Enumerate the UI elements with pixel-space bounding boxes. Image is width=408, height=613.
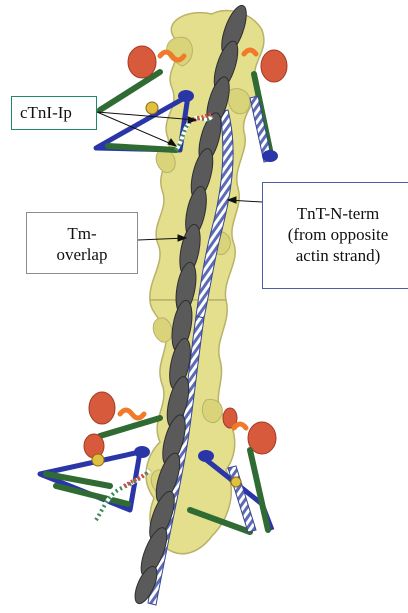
tni-blue-knob (134, 446, 150, 458)
tni-helix (120, 410, 144, 418)
tni-blue-knob (178, 90, 194, 102)
troponin-complex-lower-left (40, 392, 160, 520)
label-tnt-n-term: TnT-N-term (from opposite actin strand) (262, 182, 408, 289)
calcium-site (92, 454, 104, 466)
tnc-globule (128, 46, 156, 78)
actin-lobe-2 (228, 89, 250, 114)
label-tm-overlap: Tm- overlap (26, 212, 138, 274)
tnc-globule (261, 50, 287, 82)
tnc-globule (89, 392, 115, 424)
actin-lobe-6 (202, 399, 222, 422)
label-ctni-ip: cTnI-Ip (11, 96, 97, 130)
calcium-site (146, 102, 158, 114)
calcium-site (231, 477, 241, 487)
tni-helix (234, 424, 246, 428)
tni-blue-knob (262, 150, 278, 162)
tni-blue-knob (198, 450, 214, 462)
tnc-rod (108, 146, 176, 150)
